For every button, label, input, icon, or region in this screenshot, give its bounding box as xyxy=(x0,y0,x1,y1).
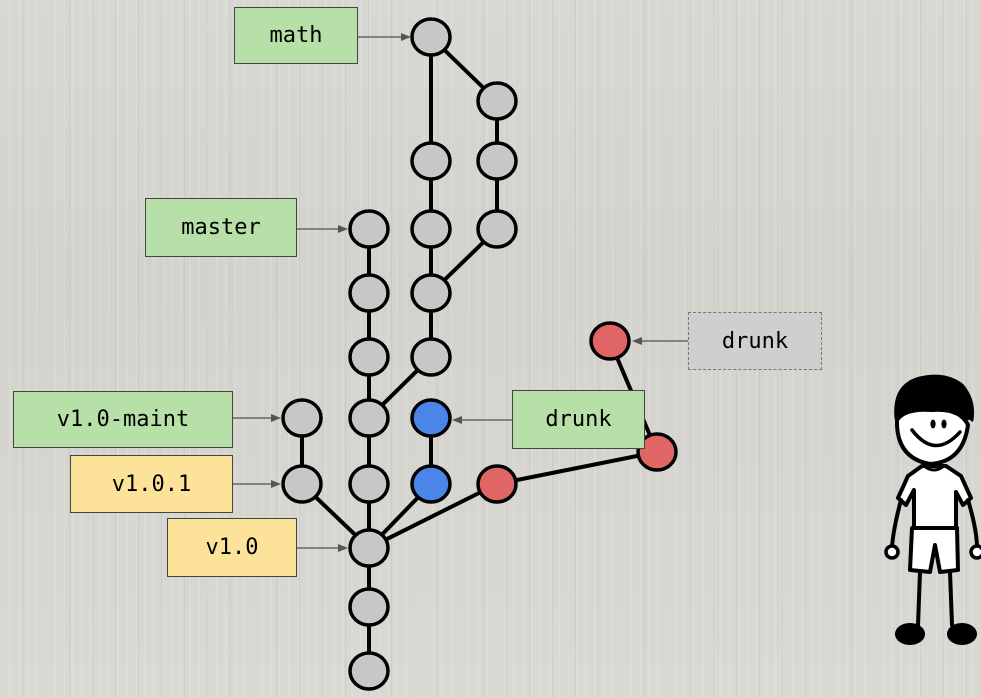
commit[interactable] xyxy=(348,398,390,438)
commit-drunk-new[interactable] xyxy=(636,432,678,472)
tag-label-v1-0[interactable]: v1.0 xyxy=(167,518,297,577)
branch-label-drunk-new-position[interactable]: drunk xyxy=(688,312,822,370)
branch-label-text: master xyxy=(181,215,261,240)
branch-label-master[interactable]: master xyxy=(145,198,297,257)
edge xyxy=(367,482,499,550)
tag-label-text: v1.0 xyxy=(205,535,259,560)
commit-drunk-old[interactable] xyxy=(410,464,452,504)
branch-label-v1-0-maint[interactable]: v1.0-maint xyxy=(13,391,233,448)
commit[interactable] xyxy=(410,337,452,377)
arrowhead xyxy=(271,414,281,422)
branch-label-drunk[interactable]: drunk xyxy=(512,390,645,449)
commits xyxy=(281,17,678,691)
stick-figure-icon xyxy=(884,374,981,645)
branch-label-text: math xyxy=(269,23,323,48)
arrowhead xyxy=(452,416,462,424)
arrowhead xyxy=(401,33,411,41)
commit-drunk-old-tip[interactable] xyxy=(410,398,452,438)
tag-label-v1-0-1[interactable]: v1.0.1 xyxy=(70,455,233,513)
branch-label-text: drunk xyxy=(721,328,789,354)
tag-label-text: v1.0.1 xyxy=(111,471,192,497)
arrowhead xyxy=(338,544,348,552)
commit-drunk-new-tip[interactable] xyxy=(589,321,631,361)
commit-master-tip[interactable] xyxy=(348,209,390,249)
ref-arrows xyxy=(233,33,688,552)
commit[interactable] xyxy=(348,651,390,691)
commit[interactable] xyxy=(410,209,452,249)
commit[interactable] xyxy=(410,141,452,181)
branch-label-text: drunk xyxy=(545,407,612,432)
commit[interactable] xyxy=(476,81,518,121)
commit[interactable] xyxy=(476,141,518,181)
commit[interactable] xyxy=(348,337,390,377)
arrowhead xyxy=(338,225,348,233)
commit[interactable] xyxy=(476,209,518,249)
commit[interactable] xyxy=(348,464,390,504)
commit[interactable] xyxy=(348,273,390,313)
commit-drunk-new[interactable] xyxy=(476,464,518,504)
arrowhead xyxy=(271,480,281,488)
commit[interactable] xyxy=(348,587,390,627)
branch-label-math[interactable]: math xyxy=(234,7,358,64)
commit[interactable] xyxy=(410,273,452,313)
commit[interactable] xyxy=(348,528,390,568)
commit-v1-0-1[interactable] xyxy=(281,464,323,504)
commit-v1-0-maint-tip[interactable] xyxy=(281,398,323,438)
edge xyxy=(495,450,659,486)
commit-math-tip[interactable] xyxy=(410,17,452,57)
arrowhead xyxy=(632,337,642,345)
branch-label-text: v1.0-maint xyxy=(56,407,190,432)
